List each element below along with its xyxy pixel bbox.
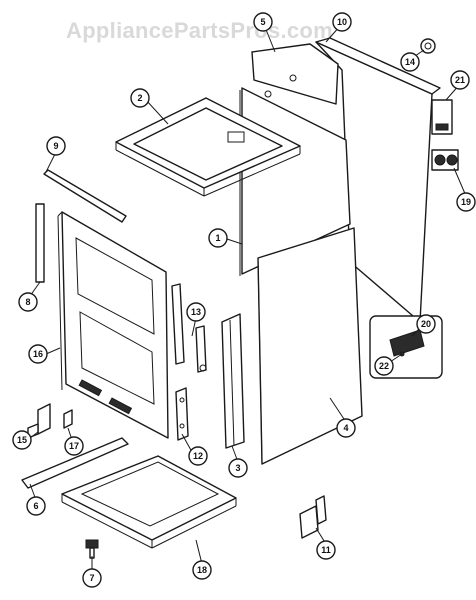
leveling-leg xyxy=(85,539,99,559)
svg-text:2: 2 xyxy=(137,93,142,103)
svg-text:6: 6 xyxy=(33,501,38,511)
svg-text:10: 10 xyxy=(337,17,347,27)
svg-text:12: 12 xyxy=(193,451,203,461)
callout-17: 17 xyxy=(64,436,84,456)
svg-text:5: 5 xyxy=(260,17,265,27)
svg-text:16: 16 xyxy=(33,349,43,359)
svg-text:19: 19 xyxy=(461,197,471,207)
callout-13: 13 xyxy=(186,302,206,322)
svg-text:11: 11 xyxy=(321,545,331,555)
callout-19: 19 xyxy=(456,192,476,212)
top-trim-strip xyxy=(43,169,127,223)
callout-3: 3 xyxy=(228,458,248,478)
svg-text:18: 18 xyxy=(197,565,207,575)
callout-6: 6 xyxy=(26,496,46,516)
front-side-panel xyxy=(257,227,363,465)
vertical-channel xyxy=(221,313,245,449)
callout-20: 20 xyxy=(416,314,436,334)
callout-9: 9 xyxy=(46,136,66,156)
terminal-block xyxy=(431,149,459,171)
angle-bracket xyxy=(299,495,327,539)
svg-text:3: 3 xyxy=(235,463,240,473)
svg-text:21: 21 xyxy=(455,75,465,85)
left-vertical-trim xyxy=(35,203,45,283)
svg-text:17: 17 xyxy=(69,441,79,451)
callout-16: 16 xyxy=(28,344,48,364)
svg-text:22: 22 xyxy=(379,361,389,371)
callout-15: 15 xyxy=(12,430,32,450)
svg-text:8: 8 xyxy=(25,297,30,307)
callout-14: 14 xyxy=(400,52,420,72)
callout-8: 8 xyxy=(18,292,38,312)
bottom-rail xyxy=(21,437,129,489)
cooktop-frame xyxy=(115,97,301,197)
callout-22: 22 xyxy=(374,356,394,376)
svg-text:4: 4 xyxy=(343,423,348,433)
clip xyxy=(63,409,73,429)
svg-text:14: 14 xyxy=(405,57,415,67)
bottom-pan xyxy=(61,455,237,549)
callout-12: 12 xyxy=(188,446,208,466)
callout-11: 11 xyxy=(316,540,336,560)
side-rail xyxy=(171,283,207,373)
front-frame xyxy=(57,211,169,439)
svg-text:13: 13 xyxy=(191,307,201,317)
svg-text:1: 1 xyxy=(215,233,220,243)
callout-21: 21 xyxy=(450,70,470,90)
callout-1: 1 xyxy=(208,228,228,248)
svg-text:20: 20 xyxy=(421,319,431,329)
small-plate xyxy=(431,99,453,135)
small-knob xyxy=(420,38,436,54)
callout-4: 4 xyxy=(336,418,356,438)
callout-18: 18 xyxy=(192,560,212,580)
callout-5: 5 xyxy=(253,12,273,32)
svg-text:7: 7 xyxy=(89,573,94,583)
callout-2: 2 xyxy=(130,88,150,108)
svg-text:15: 15 xyxy=(17,435,27,445)
callout-7: 7 xyxy=(82,568,102,588)
small-bracket xyxy=(27,403,51,439)
top-rear-bracket xyxy=(251,43,339,105)
hinge-bracket xyxy=(175,387,189,441)
watermark-text: AppliancePartsPros.com xyxy=(66,18,333,43)
svg-text:9: 9 xyxy=(53,141,58,151)
callout-10: 10 xyxy=(332,12,352,32)
